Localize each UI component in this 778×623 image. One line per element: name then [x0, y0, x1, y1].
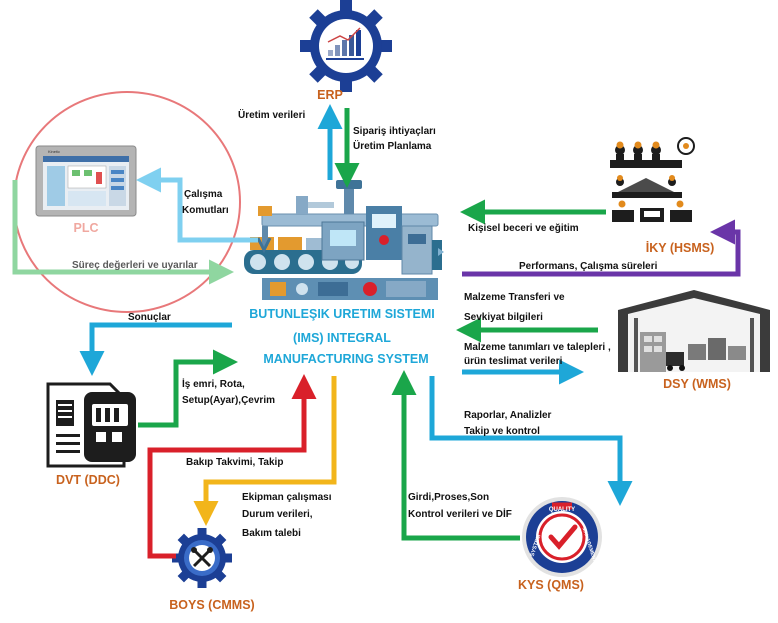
label-surec: Süreç değerleri ve uyarılar: [72, 260, 198, 271]
dvt-document-icon: [46, 382, 136, 468]
label-calisma-2: Komutları: [182, 205, 229, 216]
label-kisisel: Kişisel beceri ve eğitim: [468, 223, 579, 234]
arrow-plc-to-ims: [12, 180, 235, 285]
label-girdi-2: Kontrol verileri ve DİF: [408, 507, 512, 520]
svg-text:Kinetic: Kinetic: [48, 149, 60, 154]
label-uretim-verileri: Üretim verileri: [238, 108, 305, 121]
node-dsy-label: DSY (WMS): [663, 377, 731, 391]
node-boys-label: BOYS (CMMS): [169, 598, 254, 612]
arrow-dvt-to-ims: [138, 349, 239, 428]
arrow-ims-to-boys: [193, 376, 337, 527]
label-siparis-1: Sipariş ihtiyaçları: [353, 126, 436, 137]
label-siparis-2: Üretim Planlama: [353, 139, 432, 152]
erp-gear-icon: [300, 0, 392, 92]
label-malzeme-transfer-1: Malzeme Transferi ve: [464, 292, 565, 303]
label-performans: Performans, Çalışma süreleri: [519, 261, 658, 272]
dsy-warehouse-icon: [618, 290, 770, 372]
label-ekipman-2: Durum verileri,: [242, 509, 313, 520]
node-dvt-label: DVT (DDC): [56, 473, 120, 487]
center-title-line1: BUTUNLEŞIK URETIM SISTEMI: [249, 307, 434, 321]
label-malzeme-tanim-1: Malzeme tanımları ve talepleri ,: [464, 342, 611, 353]
label-sonuclar: Sonuçlar: [128, 312, 171, 323]
iky-people-icon: [610, 137, 695, 222]
label-malzeme-transfer-2: Sevkiyat bilgileri: [464, 312, 543, 323]
node-iky-label: İKY (HSMS): [646, 240, 715, 255]
label-ekipman-3: Bakım talebi: [242, 528, 301, 539]
node-plc-label: PLC: [74, 221, 99, 235]
label-raporlar-1: Raporlar, Analizler: [464, 410, 552, 421]
center-title-line3: MANUFACTURING SYSTEM: [263, 352, 428, 366]
plc-panel-icon: Kinetic: [35, 145, 137, 217]
label-bakip: Bakıp Takvimi, Takip: [186, 457, 283, 468]
kys-badge-top-text: QUALITY: [549, 507, 575, 513]
center-title-line2: (IMS) INTEGRAL: [293, 331, 391, 345]
arrow-ims-to-iky: [462, 219, 741, 277]
label-is-emri-1: İş emri, Rota,: [182, 377, 245, 390]
arrow-kys-to-ims: [391, 369, 520, 541]
kys-quality-badge-icon: [522, 497, 602, 577]
ims-machine-icon: [244, 180, 444, 300]
node-erp-label: ERP: [317, 88, 343, 102]
label-raporlar-2: Takip ve kontrol: [464, 426, 540, 437]
arrow-ims-to-plc: [135, 167, 258, 243]
node-kys-label: KYS (QMS): [518, 578, 584, 592]
label-ekipman-1: Ekipman çalışması: [242, 492, 332, 503]
label-calisma-1: Çalışma: [184, 189, 223, 200]
label-malzeme-tanim-2: ürün teslimat verileri: [464, 356, 563, 367]
arrow-boys-to-ims: [147, 373, 317, 559]
label-is-emri-2: Setup(Ayar),Çevrim: [182, 395, 275, 406]
arrow-ims-to-kys: [429, 376, 633, 507]
boys-gear-icon: [172, 528, 232, 588]
label-girdi-1: Girdi,Proses,Son: [408, 492, 489, 503]
arrow-ims-to-dvt: [79, 322, 232, 377]
